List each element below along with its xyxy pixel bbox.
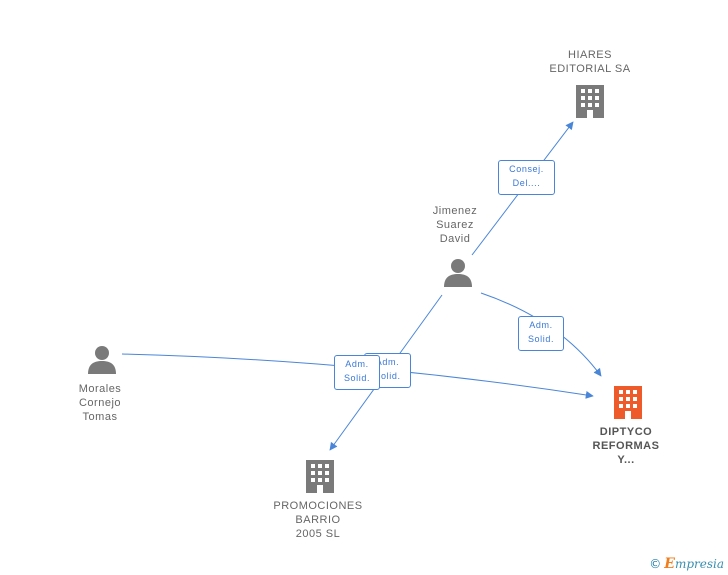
node-label-morales[interactable]: Morales Cornejo Tomas — [78, 383, 122, 423]
person-icon[interactable] — [88, 346, 116, 374]
building-icon[interactable] — [576, 85, 604, 118]
edge-label-jimenez-promociones[interactable]: Adm. Solid. — [334, 355, 380, 390]
node-label-diptyco[interactable]: DIPTYCO REFORMAS Y... — [592, 426, 660, 466]
brand-watermark: ©Empresia — [649, 556, 724, 572]
brand-name: mpresia — [674, 557, 724, 571]
copyright-symbol: © — [649, 557, 662, 571]
edge-label-jimenez-hiares[interactable]: Consej. Del.... — [498, 160, 555, 195]
edge-label-jimenez-diptyco[interactable]: Adm. Solid. — [518, 316, 564, 351]
node-label-hiares[interactable]: HIARES EDITORIAL SA — [549, 49, 631, 75]
building-icon[interactable] — [306, 460, 334, 493]
person-icon[interactable] — [444, 259, 472, 287]
node-label-promociones[interactable]: PROMOCIONES BARRIO 2005 SL — [273, 500, 363, 540]
brand-initial: E — [664, 556, 675, 572]
node-label-jimenez[interactable]: Jimenez Suarez David — [432, 205, 478, 245]
building-icon[interactable] — [614, 386, 642, 419]
